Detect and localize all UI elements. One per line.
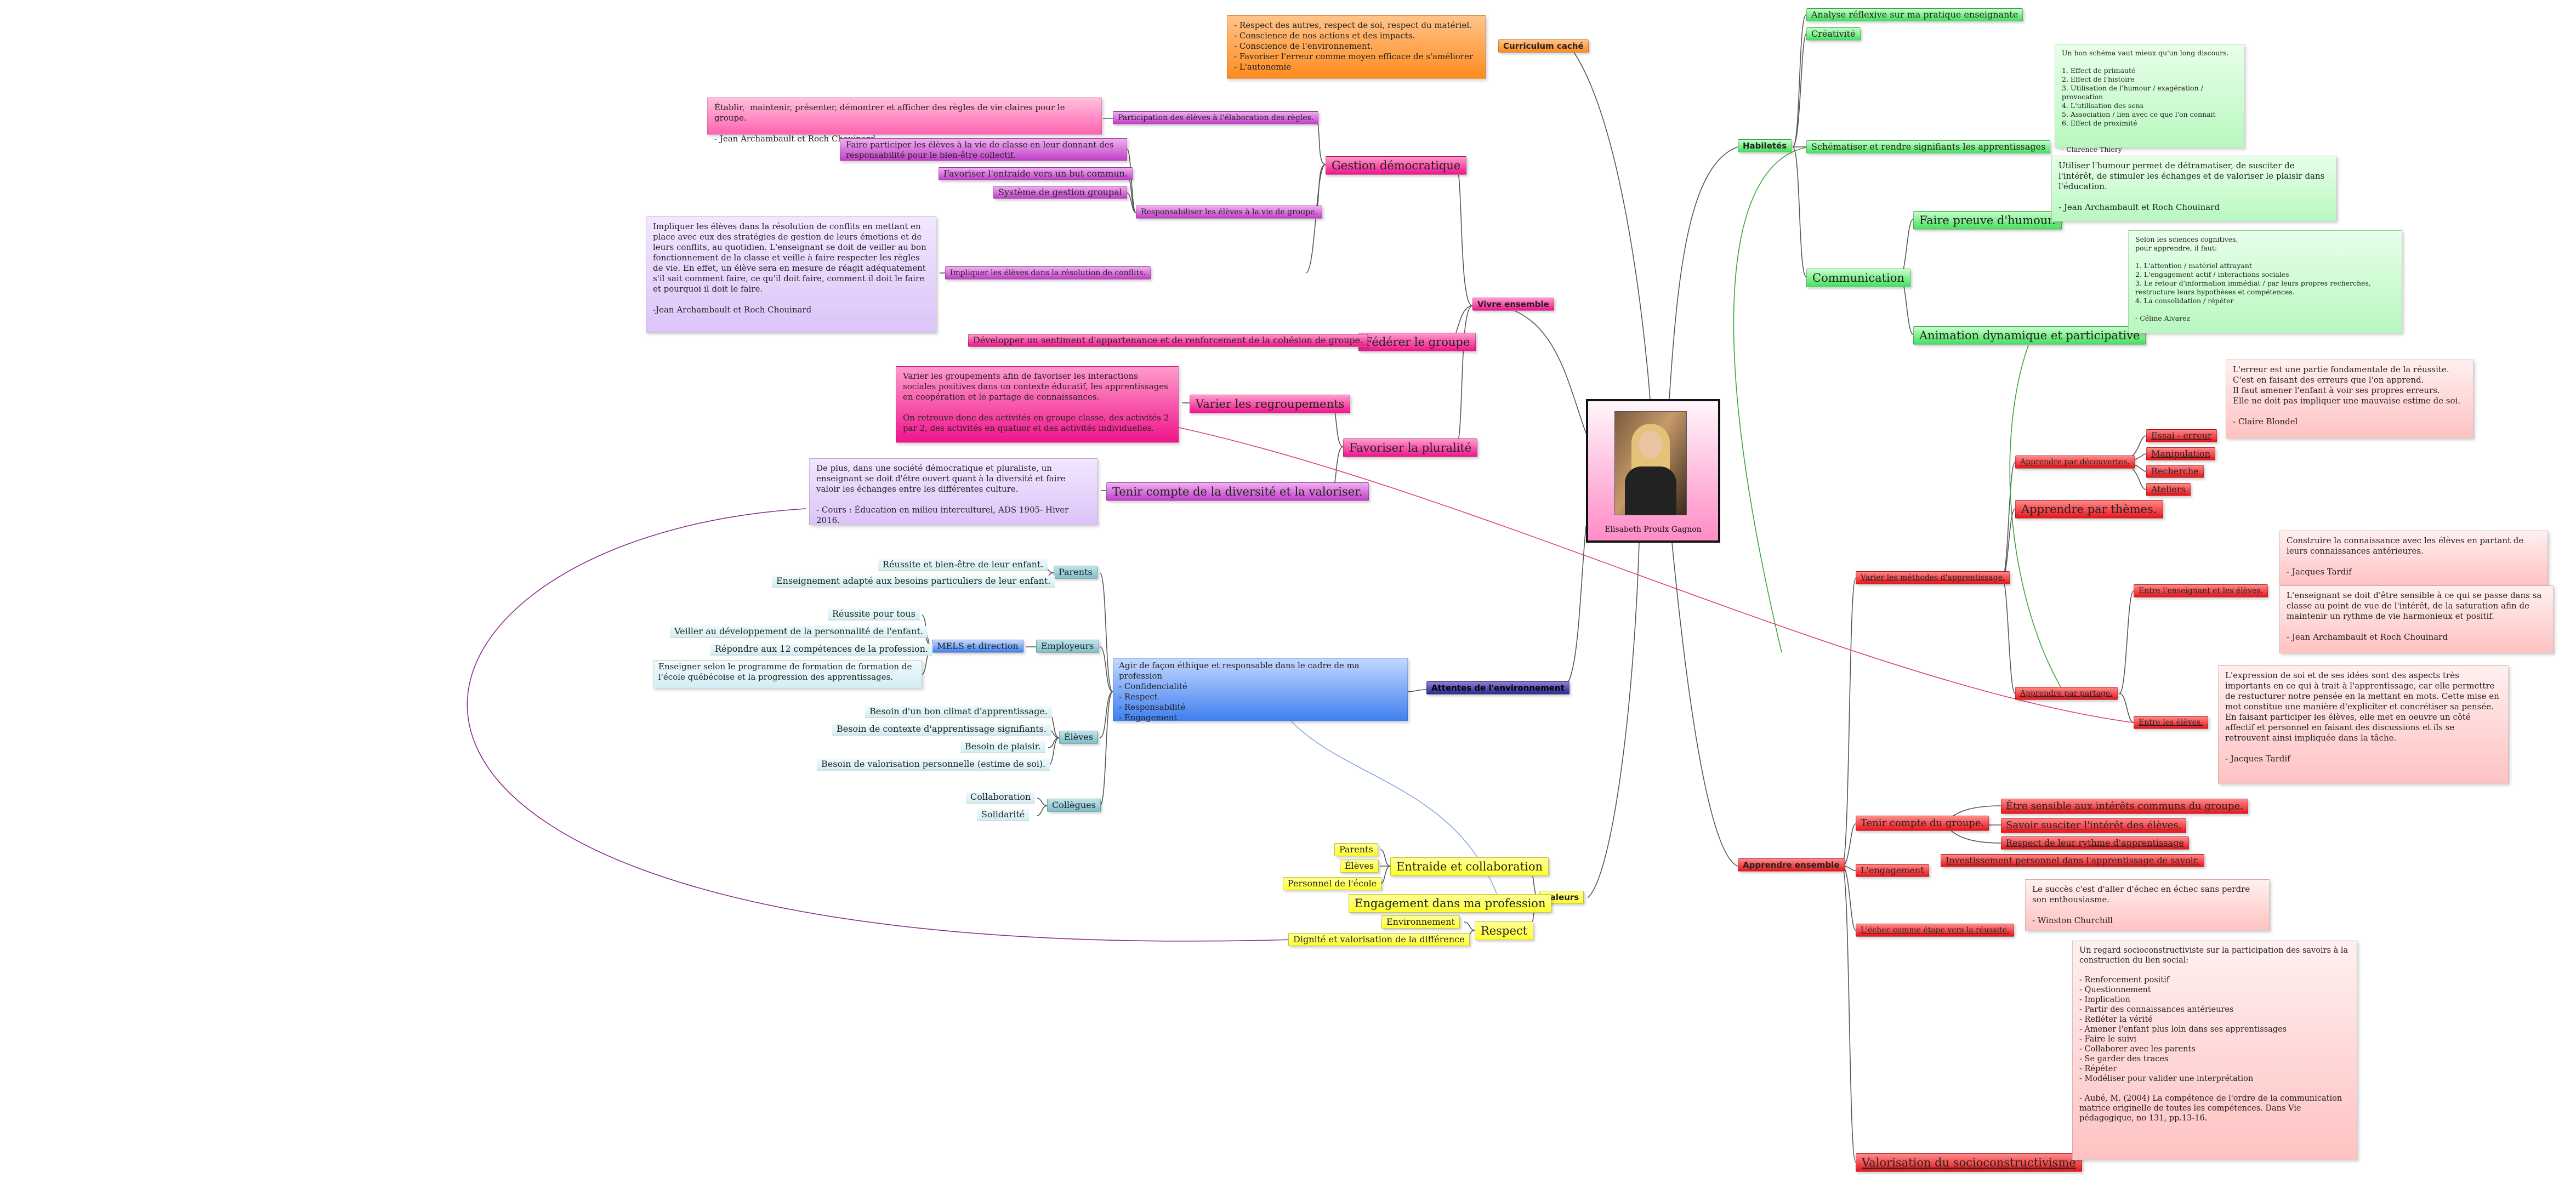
topic-apprendre-ensemble[interactable]: Apprendre ensemble [1738,858,1845,872]
topic-parents[interactable]: Parents [1054,566,1097,579]
topic-apprendre-themes[interactable]: Apprendre par thèmes. [2015,500,2163,519]
portrait-photo [1614,411,1687,515]
item-programme-formation[interactable]: Enseigner selon le programme de formatio… [653,660,922,688]
topic-entre-enseignant-eleves[interactable]: Entre l'enseignant et les élèves. [2134,584,2268,597]
note-erreur: L'erreur est une partie fondamentale de … [2226,360,2473,439]
topic-communication[interactable]: Communication [1806,269,1910,287]
note-agir-ethique: Agir de façon éthique et responsable dan… [1113,658,1408,722]
item-collaboration[interactable]: Collaboration [966,792,1036,804]
item-ateliers[interactable]: Ateliers [2146,483,2191,496]
topic-animation-dynamique[interactable]: Animation dynamique et participative [1913,326,2146,345]
item-recherche[interactable]: Recherche [2146,465,2204,478]
item-contexte-signifiants[interactable]: Besoin de contexte d'apprentissage signi… [832,724,1051,736]
item-reussite-enfant[interactable]: Réussite et bien-être de leur enfant. [878,559,1048,571]
topic-habiletes[interactable]: Habiletés [1738,139,1792,152]
item-susciter-interet[interactable]: Savoir susciter l'intérêt des élèves. [2001,818,2187,833]
topic-collegues[interactable]: Collègues [1047,799,1101,812]
topic-echec-reussite[interactable]: L'échec comme étape vers la réussite. [1856,924,2015,937]
item-interets-communs[interactable]: Être sensible aux intérêts communs du gr… [2001,799,2248,814]
topic-faire-preuve-humour[interactable]: Faire preuve d'humour. [1913,211,2062,230]
item-valeur-eleves[interactable]: Élèves [1340,860,1379,873]
topic-favoriser-pluralite[interactable]: Favoriser la pluralité [1343,439,1478,457]
item-dignite-difference[interactable]: Dignité et valorisation de la différence [1288,933,1470,946]
topic-resolution-conflits[interactable]: Impliquer les élèves dans la résolution … [945,266,1151,280]
note-curriculum-cache: - Respect des autres, respect de soi, re… [1227,15,1486,79]
note-echec: Le succès c'est d'aller d'échec en échec… [2025,879,2270,931]
central-topic[interactable]: Elisabeth Proulx Gagnon [1586,399,1720,543]
item-valorisation-personnelle[interactable]: Besoin de valorisation personnelle (esti… [817,759,1050,771]
item-responsabilites[interactable]: Faire participer les élèves à la vie de … [840,138,1127,161]
topic-tenir-compte-diversite[interactable]: Tenir compte de la diversité et la valor… [1106,482,1369,501]
topic-apprendre-partage[interactable]: Apprendre par partage. [2015,687,2118,700]
item-creativite[interactable]: Créativité [1806,27,1861,41]
note-humour: Utiliser l'humour permet de détramatiser… [2051,156,2336,221]
item-plaisir[interactable]: Besoin de plaisir. [960,741,1045,753]
note-diversite: De plus, dans une société démocratique e… [809,458,1097,525]
topic-tenir-compte-groupe[interactable]: Tenir compte du groupe. [1856,816,1989,831]
topic-eleves-attentes[interactable]: Élèves [1059,731,1098,744]
note-schematiser: Un bon schéma vaut mieux qu'un long disc… [2055,44,2244,153]
item-developpement-personnalite[interactable]: Veiller au développement de la personnal… [670,626,928,638]
item-solidarite[interactable]: Solidarité [977,809,1030,821]
item-rythme-apprentissage[interactable]: Respect de leur rythme d'apprentissage [2001,836,2189,850]
topic-gestion-democratique[interactable]: Gestion démocratique [1326,156,1467,175]
item-reussite-pour-tous[interactable]: Réussite pour tous [828,608,920,621]
note-expression-soi: L'expression de soi et de ses idées sont… [2218,665,2509,784]
topic-varier-regroupements[interactable]: Varier les regroupements [1190,395,1351,413]
item-analyse-reflexive[interactable]: Analyse réflexive sur ma pratique enseig… [1806,8,2023,21]
topic-attentes-environnement[interactable]: Attentes de l'environnement [1426,681,1570,695]
topic-engagement[interactable]: L'engagement [1856,864,1929,877]
item-personnel-ecole[interactable]: Personnel de l'école [1283,877,1382,890]
item-essai-erreur[interactable]: Essai - erreur [2146,429,2217,442]
note-connaissance: Construire la connaissance avec les élèv… [2279,531,2548,585]
topic-responsabiliser[interactable]: Responsabiliser les élèves à la vie de g… [1136,206,1322,219]
topic-entre-eleves[interactable]: Entre les élèves. [2134,716,2208,729]
item-environnement[interactable]: Environnement [1381,915,1460,929]
item-douze-competences[interactable]: Répondre aux 12 compétences de la profes… [710,644,932,656]
item-valeur-parents[interactable]: Parents [1334,843,1378,856]
note-resolution-conflits: Impliquer les élèves dans la résolution … [646,217,936,333]
item-sentiment-appartenance[interactable]: Développer un sentiment d'appartenance e… [968,334,1368,347]
topic-vivre-ensemble[interactable]: Vivre ensemble [1472,298,1554,311]
item-investissement-personnel[interactable]: Investissement personnel dans l'apprenti… [1941,854,2204,867]
note-animation: Selon les sciences cognitives, pour appr… [2128,230,2402,333]
topic-apprendre-decouvertes[interactable]: Apprendre par découvertes. [2015,456,2135,469]
topic-participation-regles[interactable]: Participation des élèves à l'élaboration… [1113,111,1319,124]
item-systeme-gestion[interactable]: Système de gestion groupal [993,186,1127,199]
topic-schematiser[interactable]: Schématiser et rendre signifiants les ap… [1806,140,2051,153]
note-socioconstructivisme: Un regard socioconstructiviste sur la pa… [2072,941,2357,1160]
item-bon-climat[interactable]: Besoin d'un bon climat d'apprentissage. [865,706,1052,718]
item-manipulation[interactable]: Manipulation [2146,447,2216,460]
item-entraide[interactable]: Favoriser l'entraide vers un but commun. [939,167,1133,180]
item-enseignement-adapte[interactable]: Enseignement adapté aux besoins particul… [772,576,1055,588]
topic-entraide-collaboration[interactable]: Entraide et collaboration [1390,857,1549,876]
topic-engagement-profession[interactable]: Engagement dans ma profession [1349,894,1552,913]
note-varier-regroupements: Varier les groupements afin de favoriser… [896,366,1179,443]
topic-respect[interactable]: Respect [1475,921,1534,940]
topic-varier-methodes[interactable]: Varier les méthodes d'apprentissage. [1856,571,2010,584]
topic-mels-direction[interactable]: MELS et direction [932,640,1023,653]
topic-employeurs[interactable]: Employeurs [1036,640,1099,653]
topic-curriculum-cache[interactable]: Curriculum caché [1498,39,1589,53]
topic-socioconstructivisme[interactable]: Valorisation du socioconstructivisme [1856,1153,2082,1172]
topic-federer-groupe[interactable]: Fédérer le groupe [1358,333,1476,351]
note-participation-regles: Établir, maintenir, présenter, démontrer… [707,98,1102,144]
central-name: Elisabeth Proulx Gagnon [1605,525,1702,534]
note-sensible-classe: L'enseignant se doit d'être sensible à c… [2279,585,2554,653]
